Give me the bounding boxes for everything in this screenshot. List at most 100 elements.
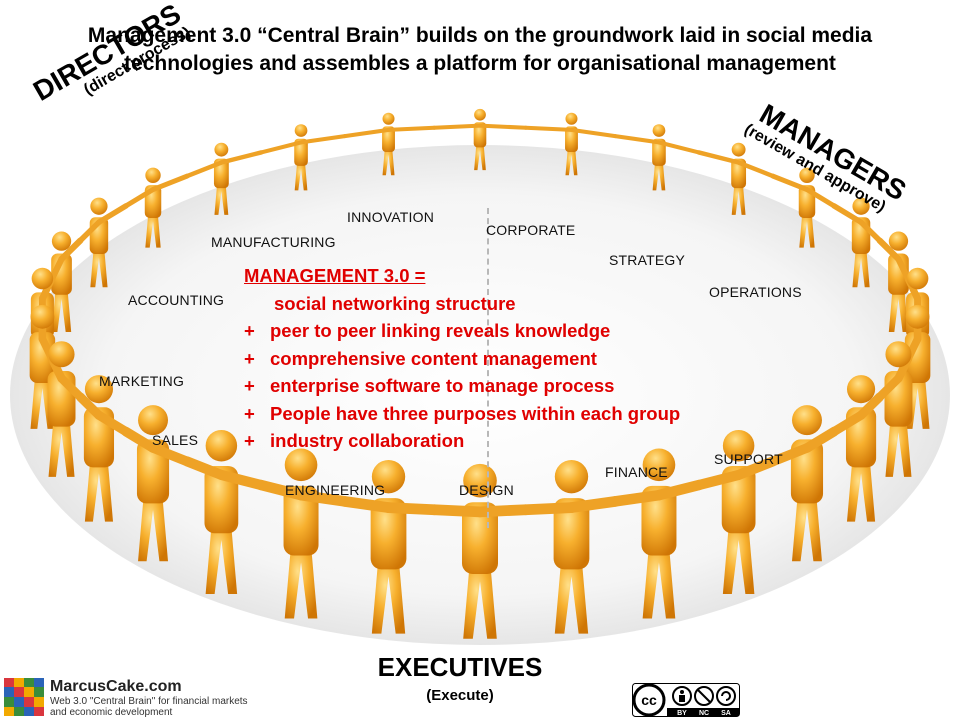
figure-arm [216, 469, 267, 491]
equation-item-text: enterprise software to manage process [270, 375, 615, 396]
figure-arm [96, 203, 129, 225]
figure-head [791, 405, 822, 436]
cc-text: cc [641, 692, 657, 708]
title-line-1: Management 3.0 “Central Brain” builds on… [87, 24, 873, 47]
person-figure [77, 197, 129, 288]
figure-arm [895, 255, 912, 282]
equation-heading: MANAGEMENT 3.0 = [244, 265, 426, 286]
plus-sign: + [244, 320, 255, 341]
figure-legs [90, 251, 108, 288]
figure-head [652, 124, 666, 137]
figure-arm [123, 187, 156, 209]
figure-arm [94, 410, 131, 437]
person-figure [767, 405, 839, 562]
figure-legs [722, 528, 755, 595]
figure-arm [150, 173, 190, 193]
figure-arm [569, 127, 618, 139]
figure-head [382, 112, 395, 125]
person-figure [432, 108, 528, 171]
figure-arm [693, 469, 744, 491]
equation-item: +comprehensive content management [244, 345, 680, 373]
figure-legs [51, 292, 72, 333]
person-figure [428, 463, 532, 639]
marcuscake-logo-icon [4, 678, 44, 716]
figure-arm [613, 134, 662, 145]
person-figure [696, 142, 776, 215]
equation-item-text: industry collaboration [270, 430, 465, 451]
figure-head [554, 459, 589, 494]
figure-arm [696, 150, 741, 165]
figure-arm [386, 125, 437, 132]
attribution-icon [680, 690, 684, 694]
person-figure [182, 429, 267, 595]
figure-torso [462, 502, 498, 574]
figure-torso [721, 465, 756, 534]
figure-arm [219, 150, 264, 165]
figure-legs [554, 564, 589, 634]
equation-item: +industry collaboration [244, 427, 680, 455]
figure-head [642, 448, 676, 482]
figure-legs [885, 422, 912, 477]
executives-label: EXECUTIVES (Execute) [340, 652, 580, 704]
marcuscake-logo[interactable]: MarcusCake.com Web 3.0 "Central Brain" f… [4, 676, 304, 718]
figure-arm [295, 489, 351, 507]
figure-torso [565, 126, 578, 153]
figure-legs [799, 215, 815, 248]
center-divider-line [487, 208, 489, 528]
person-figure [876, 231, 912, 333]
figure-legs [382, 150, 395, 176]
figure-legs [846, 463, 876, 522]
figure-arm [770, 173, 810, 193]
figure-arm [523, 125, 574, 132]
person-figure [875, 341, 913, 477]
figure-arm [831, 203, 864, 225]
figure-head [214, 142, 229, 157]
person-figure [255, 448, 351, 619]
equation-item-text: People have three purposes within each g… [270, 402, 681, 424]
figure-head [371, 459, 406, 494]
figure-head [51, 231, 72, 251]
person-figure [829, 375, 885, 522]
figure-arm [339, 496, 394, 513]
figure-arm [802, 426, 839, 453]
figure-arm [148, 443, 193, 467]
management-equation: MANAGEMENT 3.0 = social networking struc… [244, 262, 680, 455]
figure-legs [731, 186, 746, 215]
plus-sign: + [244, 402, 255, 424]
noncommercial-icon [696, 688, 712, 704]
figure-head [731, 142, 746, 157]
person-figure [339, 459, 440, 634]
plus-sign: + [244, 347, 255, 369]
person-figure [184, 142, 264, 215]
person-figure [123, 167, 190, 248]
logo-brand-name: MarcusCake.com [50, 678, 182, 695]
creative-commons-license-icon[interactable]: cc BY NC SA [632, 683, 740, 717]
figure-head [799, 167, 815, 183]
dept-support: SUPPORT [714, 451, 783, 467]
executives-subtitle: (Execute) [426, 687, 494, 704]
figure-arm [653, 479, 705, 501]
figure-torso [652, 138, 666, 166]
executives-title: EXECUTIVES [377, 652, 543, 682]
figure-arm [733, 456, 778, 481]
figure-head [48, 341, 75, 368]
equation-structure: social networking structure [274, 292, 516, 314]
equation-item: +enterprise software to manage process [244, 372, 680, 400]
equation-item: + People have three purposes within each … [244, 400, 680, 428]
figure-head [84, 375, 114, 404]
slide-title: Management 3.0 “Central Brain” builds on… [0, 22, 960, 78]
figure-legs [463, 569, 497, 639]
figure-arm [342, 127, 391, 139]
license-sa: SA [721, 710, 731, 717]
figure-legs [48, 422, 75, 477]
figure-arm [121, 426, 158, 453]
figure-head [31, 267, 54, 290]
figure-legs [371, 564, 406, 634]
equation-item: +peer to peer linking reveals knowledge [244, 317, 680, 345]
license-by: BY [677, 710, 687, 717]
figure-legs [565, 150, 578, 176]
dept-sales: SALES [152, 432, 199, 448]
dept-operations: OPERATIONS [709, 284, 802, 300]
person-figure [520, 459, 621, 634]
figure-head [294, 124, 308, 137]
